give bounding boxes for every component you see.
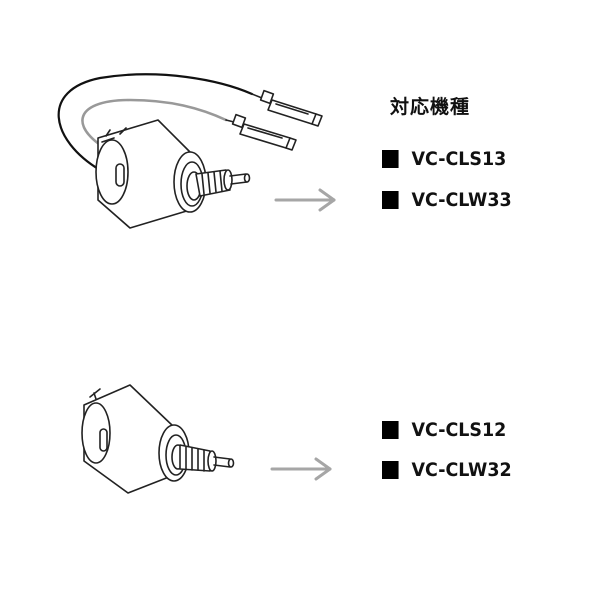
model-item: VC-CLW32 [382,459,512,481]
arrow-icon [274,188,336,212]
model-label: VC-CLS13 [411,148,507,170]
compatible-models-heading: 対応機種 [390,96,471,118]
model-item: VC-CLW33 [382,189,512,211]
model-label: VC-CLW33 [411,189,512,211]
arrow-icon [270,457,332,481]
model-item: VC-CLS12 [382,419,506,441]
model-item: VC-CLS13 [382,148,506,170]
model-label: VC-CLW32 [411,459,512,481]
black-square-icon [382,191,399,209]
black-square-icon [382,150,399,168]
black-square-icon [382,461,399,479]
motor-illustration [81,384,235,494]
model-label: VC-CLS12 [411,419,507,441]
motor-with-wires-illustration [57,73,323,229]
black-square-icon [382,421,399,439]
